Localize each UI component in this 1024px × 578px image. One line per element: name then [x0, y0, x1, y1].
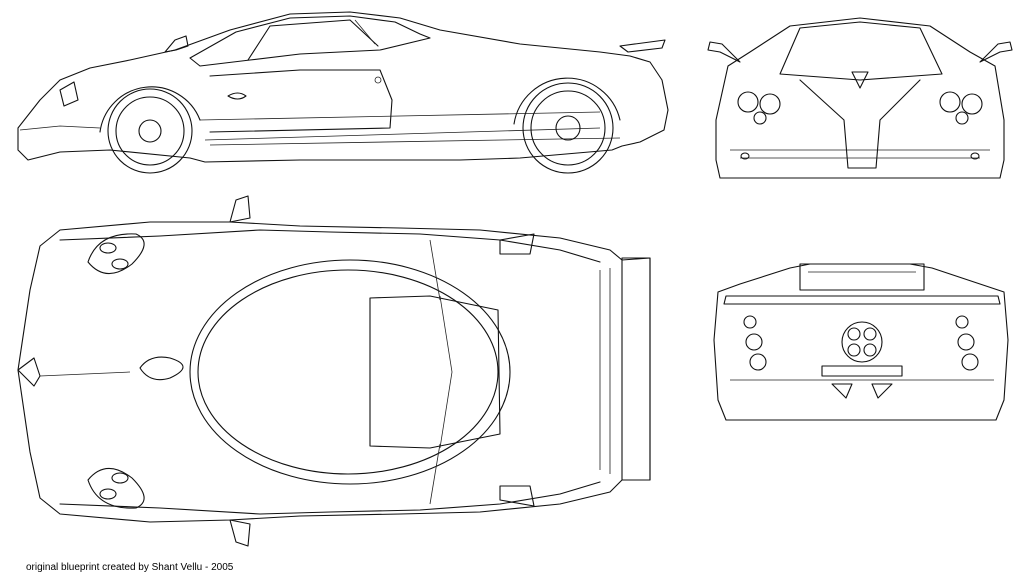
blueprint-credit: original blueprint created by Shant Vell… [26, 562, 234, 573]
car-rear-view [713, 263, 1009, 421]
car-top-view [17, 195, 651, 547]
car-front-view [707, 17, 1013, 179]
car-side-view [17, 11, 669, 174]
